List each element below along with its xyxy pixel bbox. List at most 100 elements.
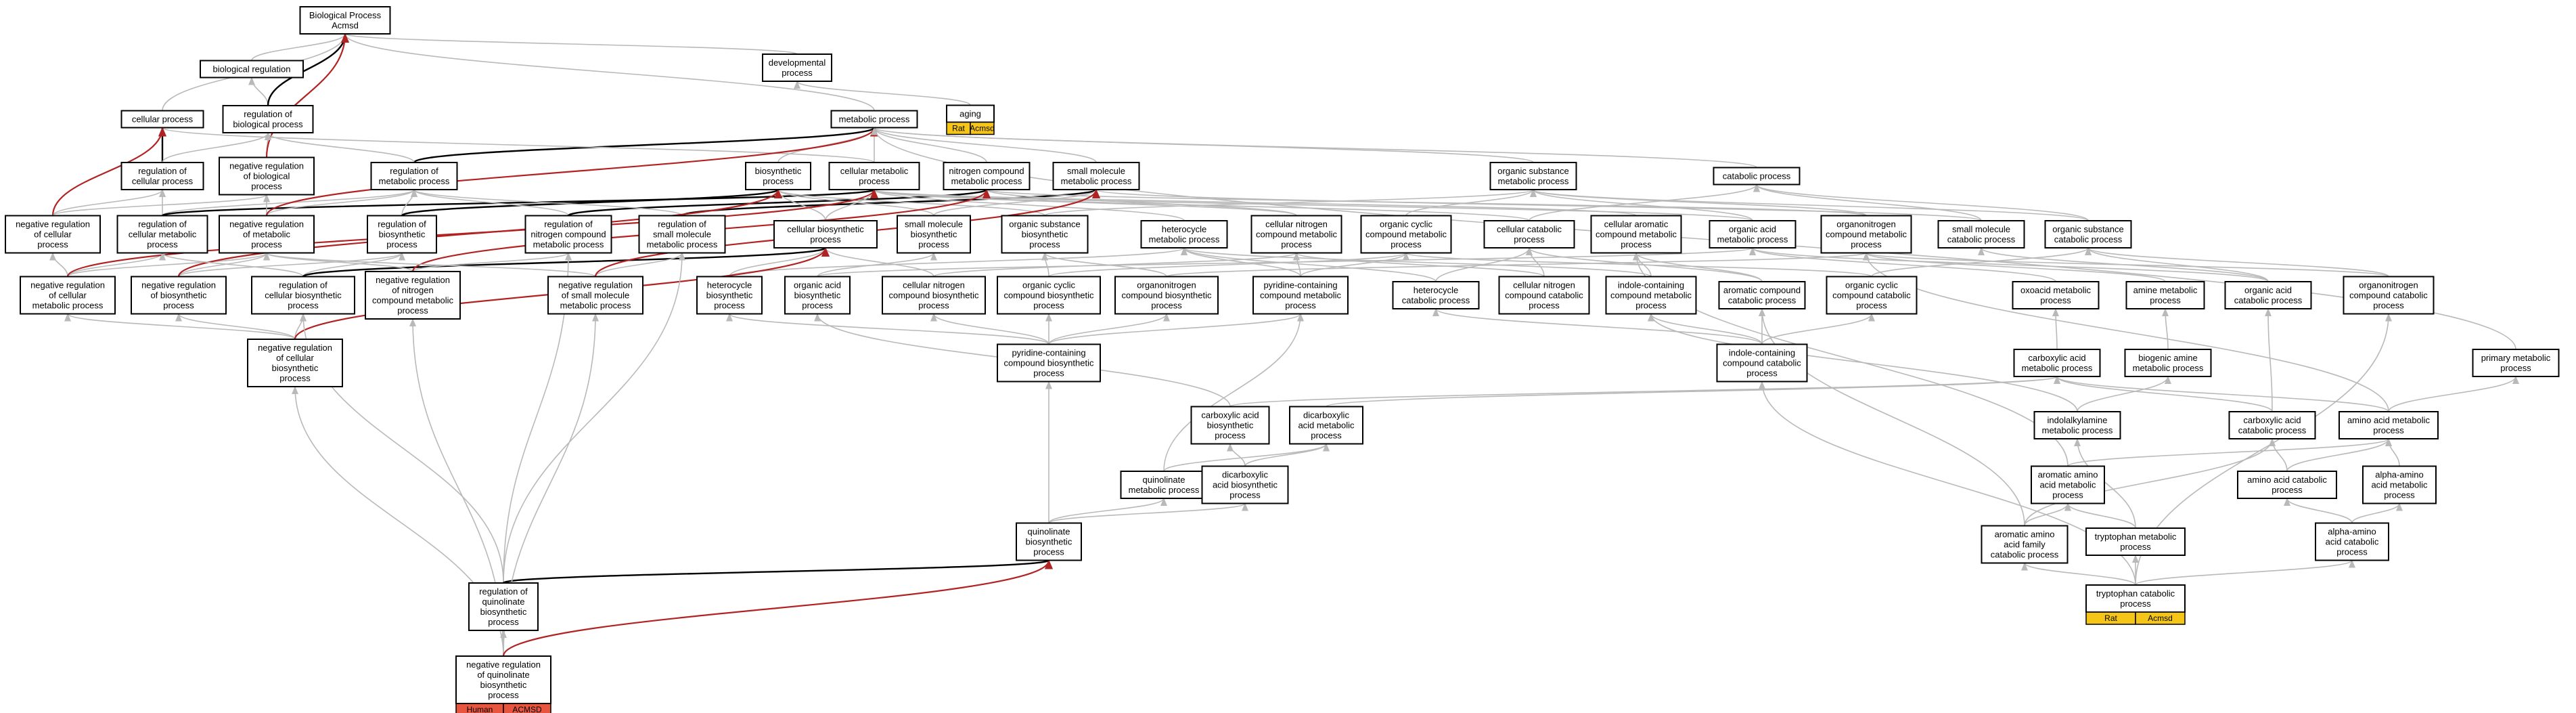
- term-label-line: cellular nitrogen: [903, 280, 965, 290]
- term-label-line: process: [1033, 368, 1064, 379]
- term-label-line: alpha-amino: [2328, 527, 2376, 537]
- term-label-line: process: [810, 234, 841, 244]
- term-box: [2224, 281, 2312, 309]
- term-label-line: process: [802, 301, 833, 311]
- go-term-regulation-of-quinolinate-biosynthetic-process[interactable]: regulation ofquinolinatebiosyntheticproc…: [468, 582, 539, 631]
- edge-iccp-to-icmp: [1648, 313, 1763, 345]
- term-label-line: negative regulation: [466, 660, 541, 670]
- go-term-metabolic-process[interactable]: metabolic process: [830, 110, 918, 129]
- term-label-line: aromatic amino: [2038, 470, 2098, 480]
- edge-aaamp-to-aamp: [2067, 438, 2392, 467]
- term-label-line: biosynthetic: [794, 290, 841, 301]
- term-label-line: process: [2120, 599, 2151, 609]
- term-label-line: heterocycle: [1162, 224, 1206, 234]
- edge-smcp-to-catab: [1753, 183, 1982, 221]
- term-label-line: Acmsd: [332, 20, 359, 30]
- term-box: [1605, 276, 1697, 315]
- go-term-cellular-process[interactable]: cellular process: [120, 110, 204, 129]
- term-label-line: process: [1514, 234, 1545, 244]
- term-box: [1360, 215, 1452, 254]
- term-label-line: biosynthetic: [480, 607, 527, 617]
- term-label-line: of cellular: [49, 290, 87, 301]
- go-term-catabolic-process[interactable]: catabolic process: [1713, 167, 1801, 186]
- term-box: [219, 156, 315, 196]
- edge-pcbsp-to-hetbsp: [726, 313, 1049, 345]
- go-term-biological-regulation[interactable]: biological regulation: [200, 60, 304, 79]
- term-box: [830, 110, 918, 129]
